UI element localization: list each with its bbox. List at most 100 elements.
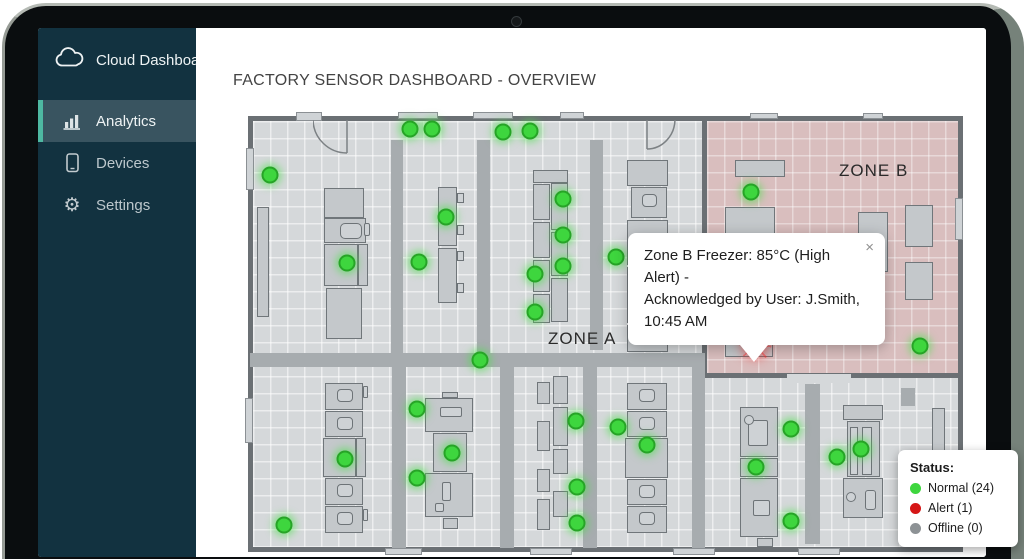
furniture-block [537,499,550,530]
door-marker [296,112,322,121]
sensor-dot-normal[interactable] [782,420,800,438]
door-marker [530,548,572,555]
furniture-detail [642,194,657,207]
sensor-dot-normal[interactable] [554,190,572,208]
bar-chart-icon [60,113,84,130]
sensor-dot-normal[interactable] [275,516,293,534]
sensor-dot-normal[interactable] [408,469,426,487]
sensor-dot-normal[interactable] [338,254,356,272]
sensor-dot-normal[interactable] [437,208,455,226]
furniture-detail [639,389,655,402]
furniture-detail [457,225,464,235]
corridor-strip [805,384,820,544]
furniture-block [537,421,550,451]
app-logo: Cloud Dashboard [54,46,213,74]
furniture-block [324,188,364,218]
sidebar-item-analytics[interactable]: Analytics [38,100,196,142]
furniture-block [843,405,883,420]
sensor-dot-normal[interactable] [554,257,572,275]
furniture-detail [337,417,353,430]
furniture-detail [435,503,444,512]
sensor-dot-normal[interactable] [567,412,585,430]
furniture-detail [363,386,368,398]
furniture-block [325,383,363,410]
furniture-detail [337,484,353,497]
sensor-dot-normal[interactable] [607,248,625,266]
corridor-strip [391,140,403,353]
door-marker [560,112,584,119]
sensor-dot-normal[interactable] [568,514,586,532]
sensor-dot-normal[interactable] [408,400,426,418]
sidebar-item-devices[interactable]: Devices [38,142,196,184]
legend-items: Normal (24)Alert (1)Offline (0) [910,481,1006,535]
sensor-dot-normal[interactable] [554,226,572,244]
legend-item: Offline (0) [910,521,1006,535]
sensor-dot-normal[interactable] [423,120,441,138]
furniture-block [533,170,568,183]
sensor-dot-normal[interactable] [443,444,461,462]
legend-title: Status: [910,460,955,475]
sidebar-item-label: Devices [96,154,150,172]
sensor-dot-normal[interactable] [742,183,760,201]
furniture-block [533,222,550,258]
app-title: Cloud Dashboard [96,51,213,69]
sensor-dot-normal[interactable] [911,337,929,355]
furniture-detail [639,485,655,498]
sensor-dot-normal[interactable] [526,265,544,283]
sensor-dot-normal[interactable] [494,123,512,141]
phone-icon [60,153,84,173]
sensor-dot-normal[interactable] [410,253,428,271]
sensor-dot-normal[interactable] [471,351,489,369]
furniture-block [537,469,550,492]
furniture-block [438,248,457,303]
tooltip-line-3: 10:45 AM [644,313,708,330]
door-marker [245,398,253,443]
sensor-dot-normal[interactable] [521,122,539,140]
sidebar-item-settings[interactable]: ⚙Settings [38,184,196,226]
close-icon[interactable]: × [865,239,874,256]
furniture-detail [748,420,768,446]
furniture-block [905,262,933,300]
sensor-dot-normal[interactable] [828,448,846,466]
furniture-detail [639,512,655,525]
furniture-block [905,205,933,247]
corridor-strip [500,367,514,548]
door-arc-icon [313,119,348,154]
sensor-dot-normal[interactable] [261,166,279,184]
furniture-detail [337,512,353,525]
corridor-strip [583,367,597,548]
furniture-block [257,207,269,317]
sensor-dot-normal[interactable] [568,478,586,496]
sensor-dot-normal[interactable] [336,450,354,468]
alert-tooltip: × Zone B Freezer: 85°C (High Alert) - Ac… [628,233,885,362]
door-marker [385,548,422,555]
furniture-detail [457,251,464,261]
furniture-detail [846,492,856,502]
corridor-strip [901,388,915,406]
furniture-detail [442,482,451,501]
furniture-block [553,491,568,517]
sensor-dot-normal[interactable] [401,120,419,138]
tooltip-line-1: Zone B Freezer: 85°C (High Alert) - [644,247,831,286]
sensor-dot-normal[interactable] [852,440,870,458]
legend-dot-icon [910,482,921,494]
sensor-dot-normal[interactable] [526,303,544,321]
furniture-detail [364,223,370,236]
furniture-block [553,449,568,474]
door-arc-icon [646,119,676,150]
door-marker [246,148,254,190]
sensor-dot-normal[interactable] [609,418,627,436]
cloud-icon [54,46,86,74]
sensor-dot-normal[interactable] [638,436,656,454]
furniture-block [735,160,785,177]
furniture-detail [337,389,353,402]
furniture-detail [363,509,368,521]
wall-opening [787,374,851,383]
sensor-dot-normal[interactable] [747,458,765,476]
furniture-detail [639,417,655,430]
sensor-dot-normal[interactable] [782,512,800,530]
door-marker [673,548,715,555]
legend-item: Normal (24) [910,481,1006,495]
